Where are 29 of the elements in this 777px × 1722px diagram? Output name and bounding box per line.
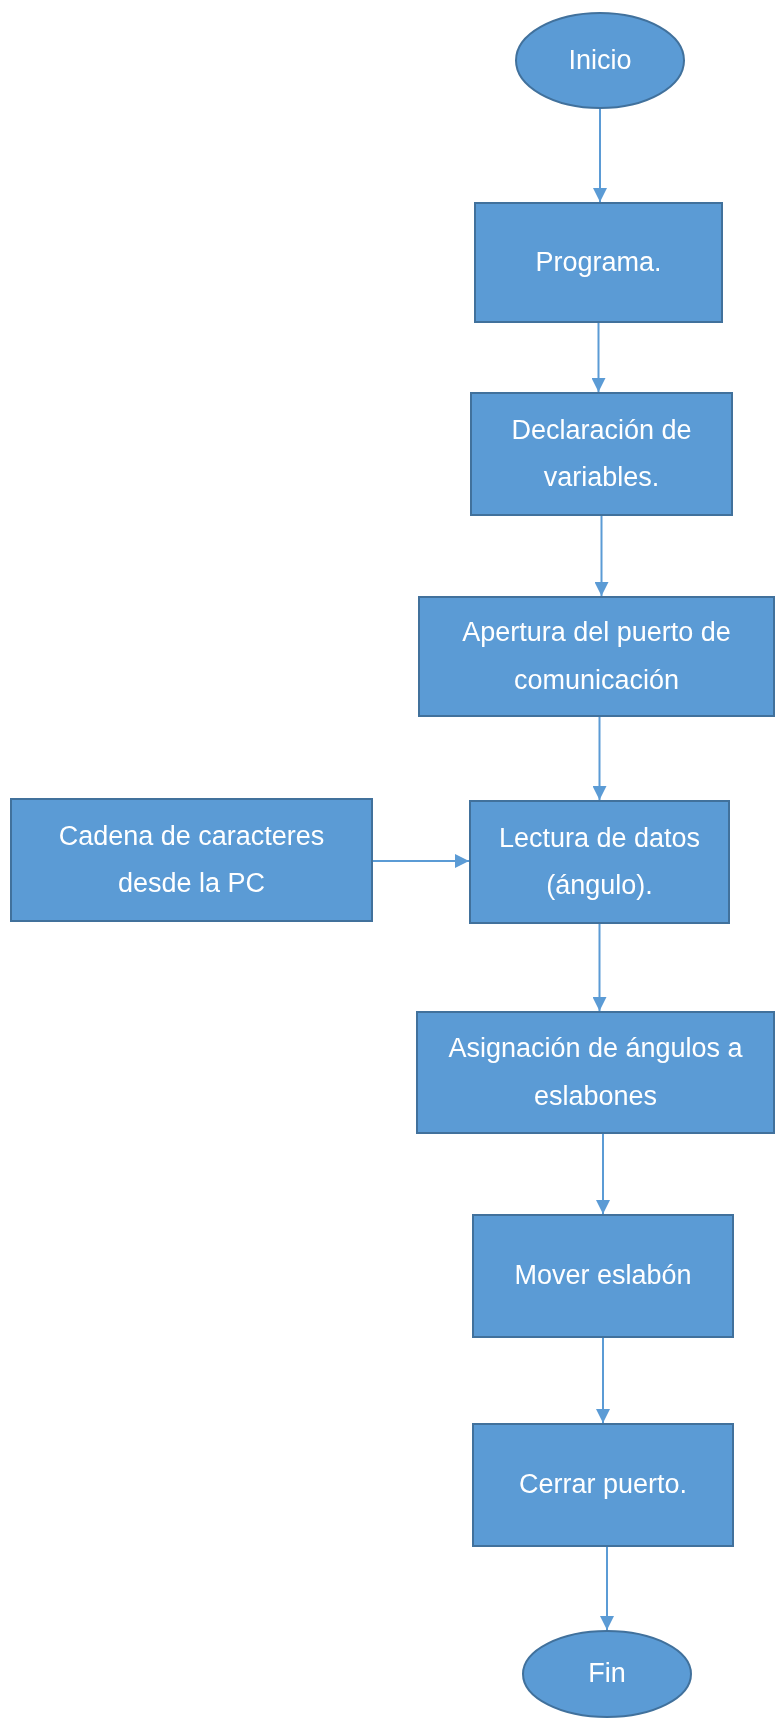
node-label: Apertura del puerto de comunicación [461,616,732,697]
node-label: Asignación de ángulos a eslabones [447,1032,744,1113]
process-box [10,798,373,922]
process-box [470,392,733,516]
terminal-ellipse [522,1630,692,1718]
terminal-ellipse [515,12,685,109]
arrow [592,716,607,801]
node-label: Cerrar puerto. [518,1468,688,1502]
arrow [591,322,606,393]
process-box [416,1011,775,1134]
process-box [418,596,775,717]
process-box [472,1423,734,1547]
arrow [592,923,607,1012]
arrow [372,854,470,868]
node-label: Cadena de caracteres desde la PC [57,819,326,900]
node-label: Inicio [568,43,632,77]
process-box [474,202,723,323]
node-label: Declaración de variables. [510,413,693,494]
node-label: Programa. [535,245,662,279]
node-label: Lectura de datos (ángulo). [497,821,702,902]
node-label: Fin [588,1657,626,1691]
arrow [594,515,609,597]
arrow [593,108,607,203]
process-box [472,1214,734,1338]
process-box [469,800,730,924]
arrow [596,1337,610,1424]
arrow [600,1546,614,1631]
node-label: Mover eslabón [514,1259,692,1293]
arrow [596,1133,610,1215]
